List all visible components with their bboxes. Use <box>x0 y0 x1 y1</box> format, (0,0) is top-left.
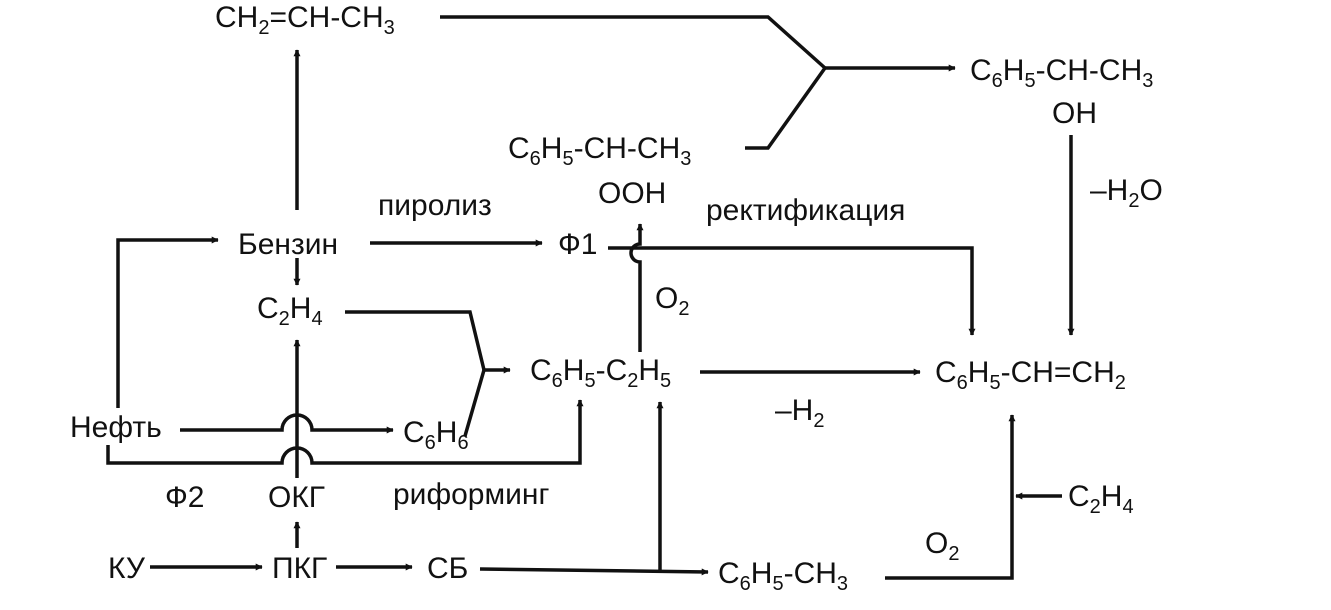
phenylethanol-oh: OH <box>1052 97 1097 130</box>
hydroperoxide-ooh: OOH <box>598 177 666 210</box>
oil-node: Нефть <box>70 411 162 444</box>
oxygen-bottom-label: O2 <box>925 527 959 565</box>
hydroperoxide-node: C6H5-CH-CH3 <box>508 132 691 170</box>
ethylbenzene-node: C6H5-C2H5 <box>530 354 671 392</box>
toluene-node: C6H5-CH3 <box>718 557 848 595</box>
gasoline-node: Бензин <box>238 228 338 261</box>
sb-node: СБ <box>427 552 468 585</box>
dehydration-label: –H2O <box>1090 174 1163 212</box>
benzene-node: C6H6 <box>403 416 469 454</box>
reforming-label: риформинг <box>393 478 549 511</box>
sb-to-toluene-arrow <box>479 567 709 576</box>
rectification-label: ректификация <box>706 194 905 227</box>
toluene-to-styrene-arrow <box>885 414 1016 580</box>
styrene-node: C6H5-CH=CH2 <box>935 356 1126 394</box>
okg-node: ОКГ <box>268 481 325 514</box>
ku-node: КУ <box>108 552 146 585</box>
dehydrogenation-label: –H2 <box>775 394 824 432</box>
ethylene-to-alkylation-line <box>345 310 486 371</box>
oxidation-arrow <box>629 223 644 352</box>
phenylethanol-node: C6H5-CH-CH3 <box>970 54 1153 92</box>
propylene-node: CH2=CH-CH3 <box>215 1 395 39</box>
benzene-to-alkylation-line <box>463 369 486 437</box>
f1-node: Ф1 <box>558 228 598 261</box>
rectification-arrow <box>608 246 976 336</box>
oil-to-gasoline-arrow <box>116 236 219 408</box>
pyrolysis-label: пиролиз <box>378 189 492 222</box>
propylene-to-merge-line <box>440 15 827 70</box>
hydroperoxide-to-merge-line <box>745 66 827 150</box>
ethylene-feed-node: C2H4 <box>1068 480 1134 518</box>
oxygen-top-label: O2 <box>655 282 689 320</box>
ethylene-node: C2H4 <box>257 292 323 330</box>
pkg-node: ПКГ <box>272 552 327 585</box>
oil-to-benzene-arrow <box>180 413 394 434</box>
f2-node: Ф2 <box>165 481 205 514</box>
